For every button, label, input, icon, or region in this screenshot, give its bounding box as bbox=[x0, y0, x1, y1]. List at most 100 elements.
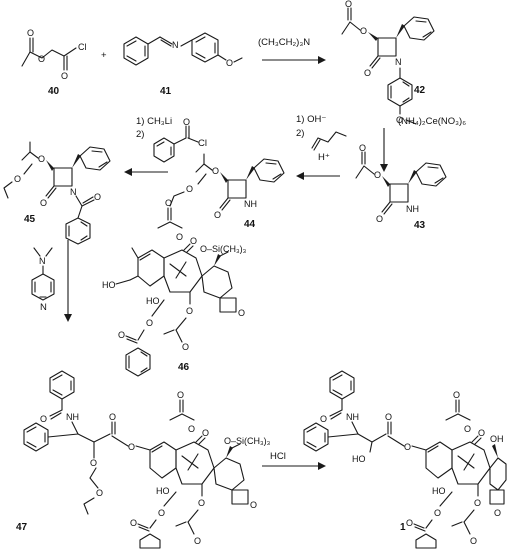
atom-o: O bbox=[38, 54, 45, 64]
hydroxyl-label-2: HO bbox=[146, 296, 160, 306]
reagent-hydroxide: 1) OH⁻ bbox=[296, 114, 326, 125]
atom-o: O bbox=[202, 428, 209, 438]
atom-o: O bbox=[320, 414, 327, 424]
chloride-label: Cl bbox=[78, 42, 87, 52]
atom-o: O bbox=[61, 71, 68, 81]
compound-number-40: 40 bbox=[48, 86, 60, 97]
atom-o: O bbox=[176, 232, 183, 242]
atom-o: O bbox=[40, 198, 47, 208]
atom-o: O bbox=[130, 518, 137, 528]
hydroxyl-side-label: HO bbox=[352, 454, 366, 464]
silyl-label: O–Si(CH₃)₃ bbox=[224, 436, 271, 446]
compound-45: O O O N O 45 bbox=[3, 141, 111, 245]
atom-o: O bbox=[182, 342, 189, 352]
atom-o: O bbox=[238, 308, 245, 318]
hydroxyl-label: HO bbox=[432, 486, 446, 496]
amide-nh-label: NH bbox=[244, 199, 257, 209]
reagent-acid: H⁺ bbox=[318, 152, 330, 163]
compound-43: O O O NH 43 bbox=[355, 143, 447, 231]
hydroxyl-label: HO bbox=[156, 486, 170, 496]
atom-o: O bbox=[212, 166, 219, 176]
reagent-triethylamine: (CH₃CH₂)₃N bbox=[258, 37, 310, 48]
amide-nh-label: NH bbox=[406, 204, 419, 214]
compound-number-1: 1 bbox=[400, 522, 406, 533]
atom-o: O bbox=[470, 536, 477, 546]
atom-o: O bbox=[464, 424, 471, 434]
atom-o: O bbox=[474, 498, 481, 508]
arrow-43-to-44: 1) OH⁻ 2) H⁺ bbox=[296, 114, 347, 180]
compound-number-42: 42 bbox=[414, 85, 426, 96]
atom-o: O bbox=[376, 214, 383, 224]
atom-o: O bbox=[434, 508, 441, 518]
atom-o: O bbox=[128, 442, 135, 452]
atom-o: O bbox=[194, 536, 201, 546]
amide-nh-label: NH bbox=[346, 412, 359, 422]
compound-42: O O O N O 42 bbox=[341, 0, 435, 125]
atom-o: O bbox=[118, 330, 125, 340]
atom-o: O bbox=[90, 458, 97, 468]
reagent-can: (NH₄)₂Ce(NO₃)₆ bbox=[398, 116, 466, 127]
nitrogen-label: N bbox=[70, 187, 77, 197]
atom-o: O bbox=[385, 412, 392, 422]
atom-o: O bbox=[360, 26, 367, 36]
atom-o: O bbox=[190, 236, 197, 246]
amide-nh-label: NH bbox=[66, 412, 79, 422]
atom-o: O bbox=[494, 508, 501, 518]
atom-o: O bbox=[165, 198, 172, 208]
arrow-44-to-45: 1) CH₃Li 2) O Cl bbox=[124, 116, 207, 176]
atom-o: O bbox=[374, 170, 381, 180]
reagent-dmap: N N bbox=[31, 247, 55, 313]
atom-o: O bbox=[186, 306, 193, 316]
reagent-methyllithium: 1) CH₃Li bbox=[136, 116, 172, 127]
atom-o: O bbox=[158, 508, 165, 518]
atom-o: O bbox=[345, 0, 352, 9]
atom-o: O bbox=[96, 488, 103, 498]
atom-o: O bbox=[214, 210, 221, 220]
compound-46: O O O O–Si(CH₃)₃ O HO HO O O bbox=[102, 198, 247, 377]
silyl-label: O–Si(CH₃)₃ bbox=[200, 244, 247, 254]
nitrogen-label: N bbox=[395, 57, 402, 67]
atom-o: O bbox=[404, 442, 411, 452]
compound-40: O O O Cl 40 bbox=[21, 28, 87, 97]
atom-o: O bbox=[146, 318, 153, 328]
compound-number-47: 47 bbox=[16, 522, 28, 533]
atom-o: O bbox=[359, 143, 366, 153]
atom-o: O bbox=[183, 117, 190, 127]
atom-o: O bbox=[396, 115, 403, 125]
arrow-42-to-43: (NH₄)₂Ce(NO₃)₆ bbox=[380, 116, 466, 172]
atom-n: N bbox=[39, 256, 46, 266]
atom-o: O bbox=[226, 58, 233, 68]
arrow-40-41-to-42: (CH₃CH₂)₃N bbox=[258, 37, 326, 64]
atom-o: O bbox=[38, 154, 45, 164]
atom-o: O bbox=[94, 192, 101, 202]
compound-number-41: 41 bbox=[160, 86, 172, 97]
compound-47: O NH O O O O O O O bbox=[16, 370, 271, 549]
hydroxyl-top-label: OH bbox=[490, 434, 504, 444]
compound-number-46: 46 bbox=[178, 362, 190, 373]
reagent-step-2: 2) bbox=[296, 128, 304, 139]
atom-o: O bbox=[27, 28, 34, 38]
reagent-chloride: Cl bbox=[198, 138, 207, 149]
reagent-hcl: HCl bbox=[270, 451, 286, 462]
atom-o: O bbox=[250, 500, 257, 510]
atom-o: O bbox=[14, 174, 21, 184]
nitrogen-label: N bbox=[172, 40, 179, 50]
atom-o: O bbox=[109, 412, 116, 422]
atom-o: O bbox=[186, 184, 193, 194]
hydroxyl-label: HO bbox=[102, 280, 116, 290]
compound-number-44: 44 bbox=[244, 219, 256, 230]
compound-41: N O 41 bbox=[123, 32, 243, 97]
pyridine-nitrogen: N bbox=[40, 302, 47, 313]
atom-o: O bbox=[198, 498, 205, 508]
atom-o: O bbox=[478, 428, 485, 438]
reagent-step-2: 2) bbox=[136, 129, 144, 140]
atom-o: O bbox=[188, 424, 195, 434]
atom-o: O bbox=[40, 414, 47, 424]
compound-44: O O O NH 44 bbox=[169, 153, 285, 230]
plus-sign: + bbox=[101, 50, 107, 61]
atom-o: O bbox=[406, 518, 413, 528]
compound-1: O NH HO O O O O O OH O HO bbox=[303, 370, 507, 549]
compound-number-45: 45 bbox=[24, 214, 36, 225]
arrow-45-to-47 bbox=[64, 240, 72, 322]
